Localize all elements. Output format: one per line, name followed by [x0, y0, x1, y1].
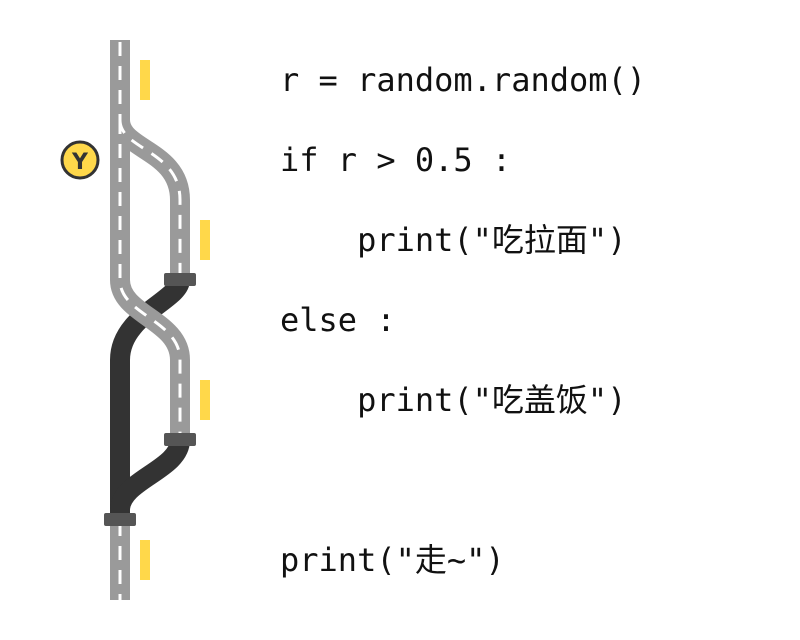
lane-marking-if	[118, 119, 182, 278]
fork-glyph: Y	[71, 150, 89, 175]
code-line-4: else :	[280, 301, 396, 339]
else-merge-road	[110, 438, 190, 512]
junction-if-end	[164, 273, 196, 286]
code-line-5: print("吃盖饭")	[280, 381, 627, 419]
code-line-3: print("吃拉面")	[280, 221, 627, 259]
junction-else-end	[164, 433, 196, 446]
code-line-1: r = random.random()	[280, 61, 647, 99]
signal-line-5	[200, 380, 210, 420]
signal-line-6	[140, 540, 150, 580]
signal-line-1	[140, 60, 150, 100]
main-road-left	[110, 120, 190, 440]
fork-icon: Y	[60, 140, 100, 180]
code-line-2: if r > 0.5 :	[280, 141, 512, 179]
junction-merge	[104, 513, 136, 526]
signal-line-3	[200, 220, 210, 260]
code-line-6: print("走~")	[280, 541, 505, 579]
